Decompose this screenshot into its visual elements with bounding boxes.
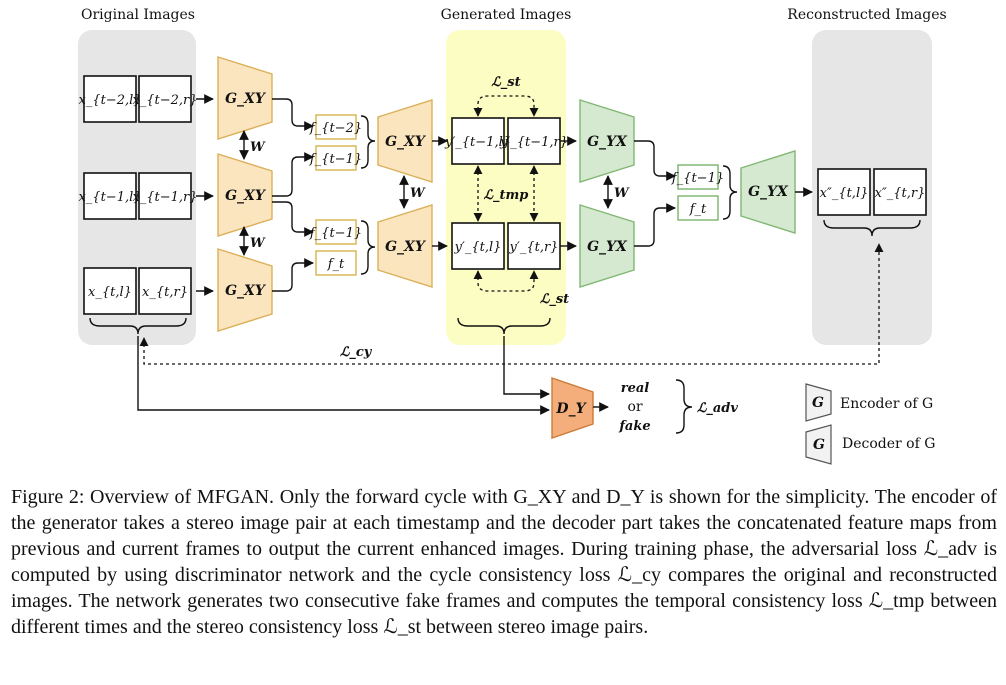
svg-text:W: W bbox=[614, 186, 630, 201]
svg-text:G: G bbox=[812, 395, 824, 411]
weight-share-dec: W bbox=[399, 175, 426, 209]
svg-text:f_{t−1}: f_{t−1} bbox=[309, 226, 362, 241]
loss-adv-label: ℒ_adv bbox=[697, 401, 738, 416]
decoder-legend-icon bbox=[805, 424, 832, 465]
mfgan-diagram: Original Images Generated Images Reconst… bbox=[78, 7, 947, 465]
section-label-generated: Generated Images bbox=[441, 7, 572, 23]
loss-cy-path bbox=[139, 243, 884, 365]
legend-decoder: G Decoder of G bbox=[805, 424, 935, 465]
gen-y-t-l: y′_{t,l} bbox=[454, 240, 502, 255]
generated-y-t-1: y′_{t−1,l} y′_{t−1,r} bbox=[444, 117, 568, 165]
weight-share-gyx: W bbox=[603, 175, 630, 209]
loss-st-bottom-label: ℒ_st bbox=[540, 292, 569, 307]
svg-text:Encoder of G: Encoder of G bbox=[840, 396, 933, 412]
legend-encoder: G Encoder of G bbox=[805, 383, 933, 422]
input-row-t-2: x_{t−2,l} x_{t−2,r} bbox=[78, 75, 198, 123]
svg-text:f_{t−1}: f_{t−1} bbox=[671, 171, 724, 186]
svg-text:f_{t−2}: f_{t−2} bbox=[309, 121, 362, 136]
reconstructed-x-t: x″_{t,l} x″_{t,r} bbox=[817, 168, 927, 216]
loss-tmp-label: ℒ_tmp bbox=[484, 188, 529, 203]
input-x-t-1-l: x_{t−1,l} bbox=[78, 190, 141, 205]
svg-text:G_YX: G_YX bbox=[587, 134, 628, 150]
input-x-t-r: x_{t,r} bbox=[142, 285, 188, 300]
section-label-original: Original Images bbox=[81, 7, 195, 23]
weight-share-enc-1: W bbox=[239, 130, 266, 160]
svg-text:f_{t−1}: f_{t−1} bbox=[309, 152, 362, 167]
encoder-gyx-t-1: G_YX bbox=[579, 99, 635, 183]
svg-text:G: G bbox=[813, 437, 825, 453]
gen-y-t-r: y′_{t,r} bbox=[509, 240, 559, 255]
svg-text:W: W bbox=[250, 140, 266, 155]
input-x-t-2-r: x_{t−2,r} bbox=[132, 93, 197, 108]
svg-text:G_YX: G_YX bbox=[748, 184, 789, 200]
encoder-gxy-t: G_XY bbox=[217, 248, 273, 332]
loss-st-top-arc bbox=[473, 95, 539, 117]
decision-or: or bbox=[627, 399, 642, 415]
svg-text:W: W bbox=[410, 186, 426, 201]
decoder-gxy-t: G_XY bbox=[377, 204, 433, 288]
rec-x-t-r: x″_{t,r} bbox=[875, 186, 926, 201]
decision-real: real bbox=[621, 381, 650, 396]
feature-f-t-c: f_t bbox=[677, 195, 719, 221]
svg-text:G_XY: G_XY bbox=[225, 188, 267, 204]
gen-y-t-1-l: y′_{t−1,l} bbox=[444, 135, 511, 150]
svg-text:G_XY: G_XY bbox=[225, 91, 267, 107]
feature-f-t-a: f_t bbox=[315, 250, 357, 276]
feature-f-t-1-c: f_{t−1} bbox=[671, 164, 724, 190]
feature-f-t-1-a: f_{t−1} bbox=[309, 145, 362, 171]
discriminator-dy: D_Y bbox=[551, 377, 594, 439]
svg-text:G_XY: G_XY bbox=[225, 283, 267, 299]
weight-share-enc-2: W bbox=[239, 226, 266, 256]
svg-text:W: W bbox=[250, 236, 266, 251]
feature-f-t-1-b: f_{t−1} bbox=[309, 219, 362, 245]
caption-text: Figure 2: Overview of MFGAN. Only the fo… bbox=[11, 486, 997, 638]
svg-text:Decoder of G: Decoder of G bbox=[842, 436, 935, 452]
input-x-t-l: x_{t,l} bbox=[88, 285, 132, 300]
loss-st-top-label: ℒ_st bbox=[491, 75, 520, 90]
input-row-t-1: x_{t−1,l} x_{t−1,r} bbox=[78, 172, 198, 220]
decoder-gyx: G_YX bbox=[740, 150, 796, 234]
svg-text:G_XY: G_XY bbox=[385, 134, 427, 150]
encoder-gxy-t-1: G_XY bbox=[217, 153, 273, 237]
decision-fake: fake bbox=[618, 419, 650, 434]
decoder-gxy-t-1: G_XY bbox=[377, 99, 433, 183]
feature-f-t-2-a: f_{t−2} bbox=[309, 114, 362, 140]
svg-text:f_t: f_t bbox=[689, 202, 707, 217]
figure-caption: Figure 2: Overview of MFGAN. Only the fo… bbox=[11, 484, 997, 640]
gen-y-t-1-r: y′_{t−1,r} bbox=[499, 135, 568, 150]
svg-text:D_Y: D_Y bbox=[555, 401, 587, 417]
loss-cy-label: ℒ_cy bbox=[340, 345, 373, 360]
svg-text:f_t: f_t bbox=[327, 257, 345, 272]
svg-text:G_XY: G_XY bbox=[385, 239, 427, 255]
encoder-gyx-t: G_YX bbox=[579, 204, 635, 288]
encoder-legend-icon bbox=[805, 383, 832, 422]
input-x-t-1-r: x_{t−1,r} bbox=[132, 190, 197, 205]
section-label-reconstructed: Reconstructed Images bbox=[787, 7, 946, 23]
svg-text:G_YX: G_YX bbox=[587, 239, 628, 255]
encoder-gxy-t-2: G_XY bbox=[217, 56, 273, 140]
rec-x-t-l: x″_{t,l} bbox=[820, 186, 869, 201]
input-x-t-2-l: x_{t−2,l} bbox=[78, 93, 141, 108]
